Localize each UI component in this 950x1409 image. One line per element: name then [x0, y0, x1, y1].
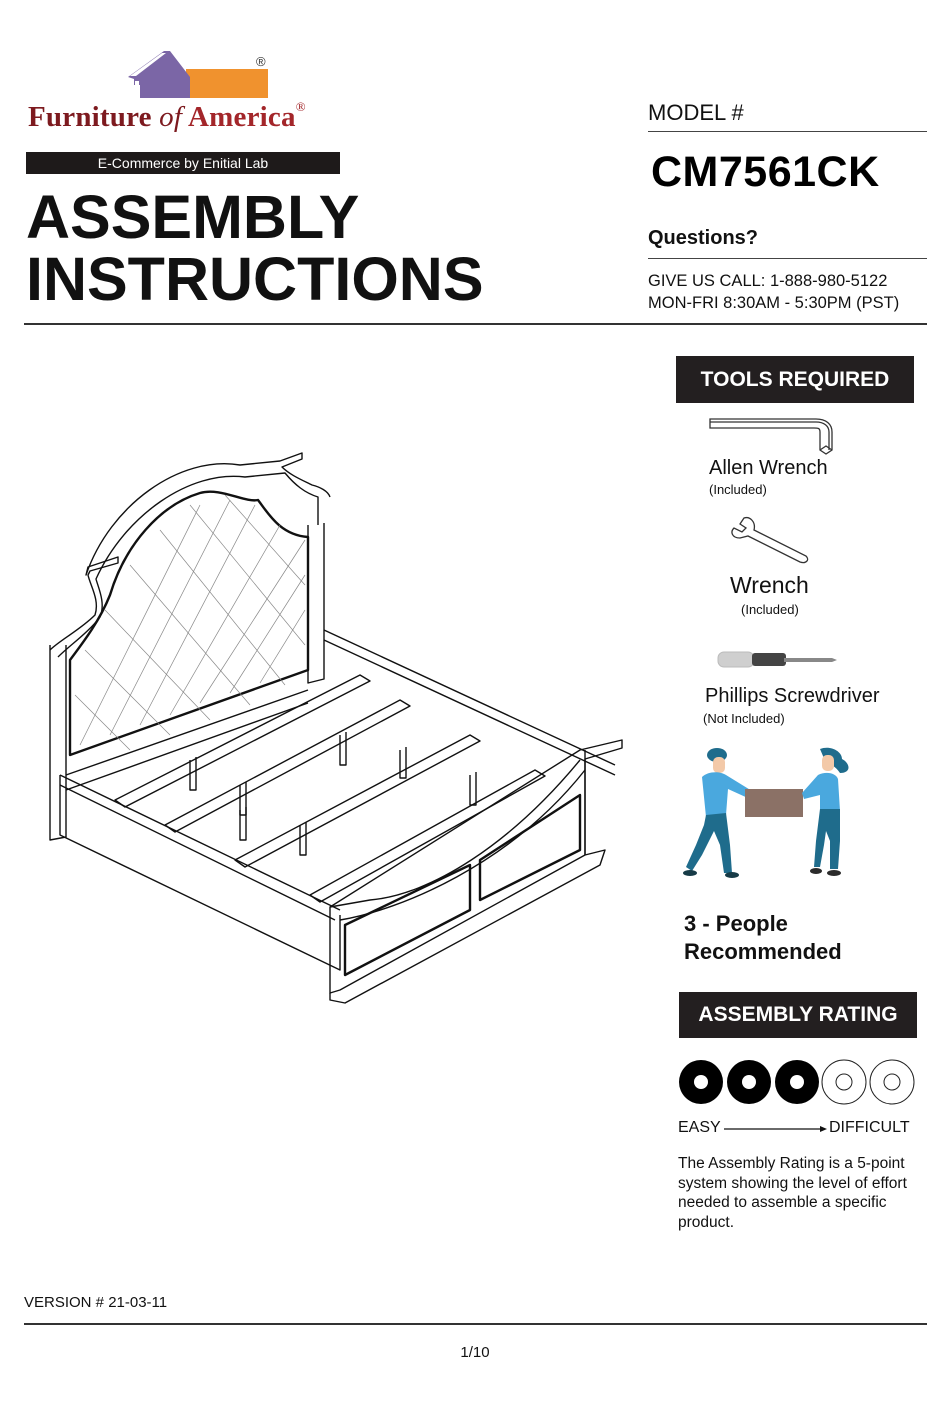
rating-dot-filled-icon	[727, 1060, 771, 1104]
title-line-2: INSTRUCTIONS	[26, 245, 484, 313]
assembly-rating-dots	[679, 1059, 915, 1105]
rating-dot-filled-icon	[679, 1060, 723, 1104]
wrench-icon	[731, 516, 809, 564]
tool-name-wrench: Wrench	[730, 572, 809, 598]
rating-dot-empty-icon	[869, 1059, 915, 1105]
footer-divider	[24, 1323, 927, 1325]
brand-wordmark: Furniture of America®	[28, 99, 306, 134]
title-line-1: ASSEMBLY	[26, 183, 360, 251]
rating-dot-filled-icon	[775, 1060, 819, 1104]
registered-mark: ®	[256, 54, 266, 69]
people-recommended-label: Recommended	[684, 939, 842, 964]
difficult-label: DIFFICULT	[829, 1119, 910, 1136]
header-divider	[24, 323, 927, 325]
people-count: 3 - People	[684, 911, 788, 936]
phone-line: GIVE US CALL: 1-888-980-5122	[648, 272, 888, 290]
brand-word-of: of	[159, 101, 183, 133]
logo-house-icon	[128, 51, 268, 98]
arrow-right-icon	[724, 1126, 827, 1132]
allen-wrench-icon	[709, 418, 833, 455]
hours-line: MON-FRI 8:30AM - 5:30PM (PST)	[648, 294, 900, 312]
version-number: VERSION # 21-03-11	[24, 1294, 168, 1311]
divider	[648, 131, 927, 132]
rating-dot-empty-icon	[821, 1059, 867, 1105]
brand-word-america: America	[188, 101, 296, 133]
page-number: 1/10	[460, 1344, 490, 1361]
tools-required-heading: TOOLS REQUIRED	[676, 356, 914, 403]
tool-name-phillips-screwdriver: Phillips Screwdriver	[705, 685, 880, 707]
assembly-rating-heading: ASSEMBLY RATING	[679, 992, 917, 1038]
tool-note-allen-wrench: (Included)	[709, 482, 767, 497]
difficulty-scale: EASY DIFFICULT	[678, 1119, 918, 1137]
tool-note-phillips-screwdriver: (Not Included)	[703, 711, 785, 726]
model-label: MODEL #	[648, 100, 744, 125]
contact-info: GIVE US CALL: 1-888-980-5122 MON-FRI 8:3…	[648, 270, 899, 314]
bed-frame-illustration	[49, 452, 623, 1004]
questions-heading: Questions?	[648, 227, 759, 249]
tagline-bar: E-Commerce by Enitial Lab	[26, 152, 340, 174]
brand-word-furniture: Furniture	[28, 101, 152, 133]
people-recommended: 3 - People Recommended	[684, 910, 842, 966]
two-people-carrying-box-icon	[683, 747, 849, 878]
page-title: ASSEMBLY INSTRUCTIONS	[26, 186, 484, 310]
screwdriver-icon	[717, 651, 837, 668]
divider	[648, 258, 927, 259]
tool-name-allen-wrench: Allen Wrench	[709, 457, 828, 479]
registered-mark: ®	[295, 99, 306, 114]
easy-label: EASY	[678, 1119, 721, 1136]
assembly-rating-description: The Assembly Rating is a 5-point system …	[678, 1155, 907, 1231]
tool-note-wrench: (Included)	[741, 602, 799, 617]
model-number: CM7561CK	[651, 148, 880, 196]
